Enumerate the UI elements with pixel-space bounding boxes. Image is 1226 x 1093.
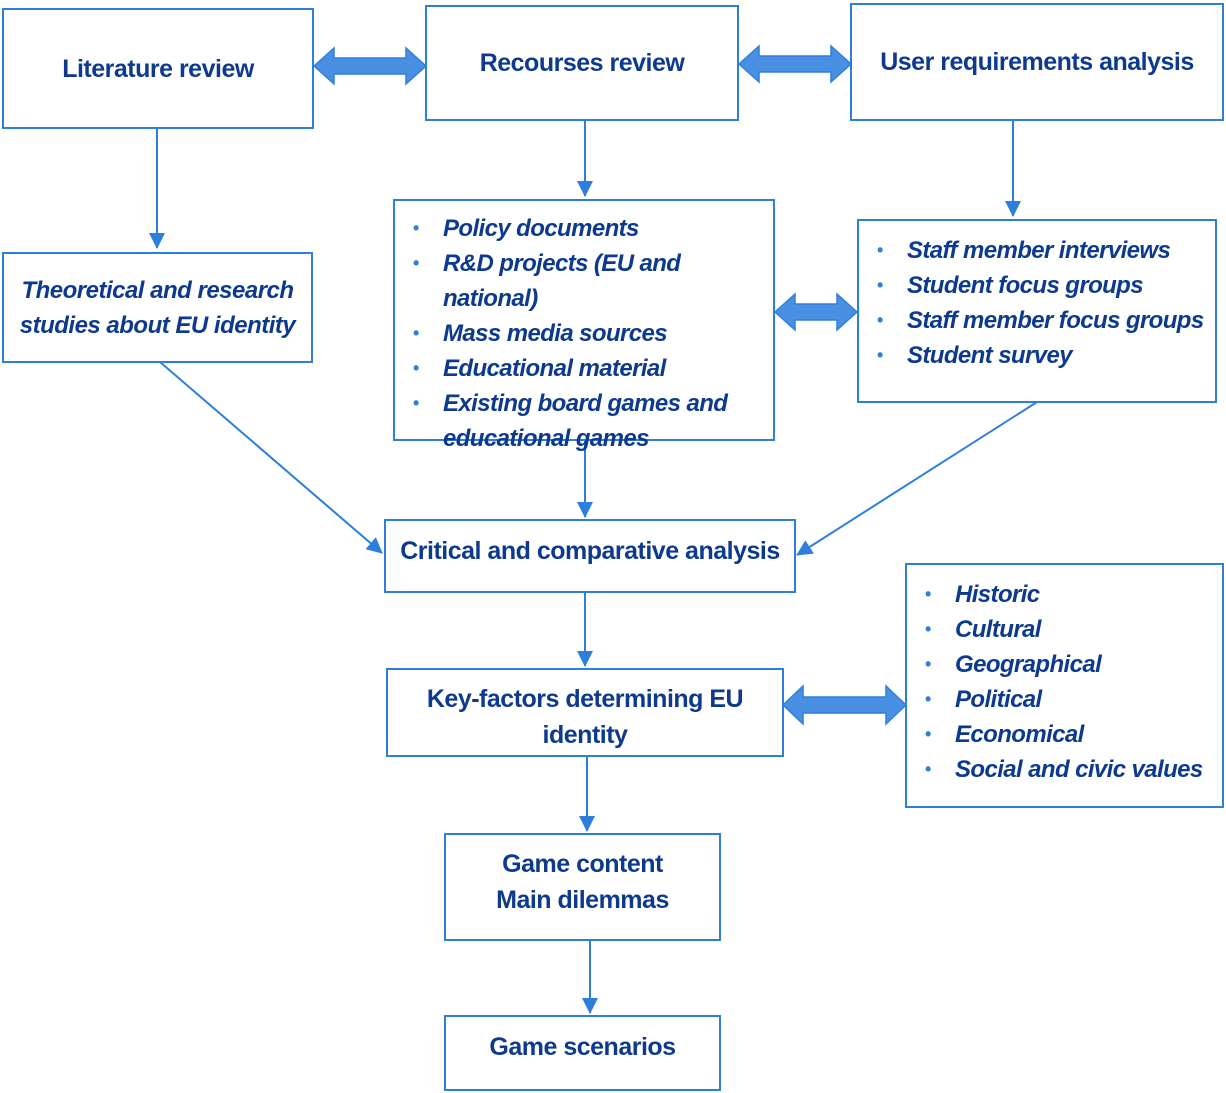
- identity-factors-list: Historic Cultural Geographical Political…: [907, 577, 1222, 787]
- theoretical-studies-box: Theoretical and research studies about E…: [2, 252, 313, 363]
- double-arrow-resources-list-methods: [773, 292, 859, 332]
- double-arrow-key-factors-list: [781, 684, 908, 726]
- user-methods-list-item: Student survey: [877, 338, 1215, 373]
- resources-list-item-continuation: educational games: [443, 425, 649, 452]
- identity-factor-item: Social and civic values: [925, 752, 1222, 787]
- identity-factor-item: Historic: [925, 577, 1222, 612]
- identity-factor-item: Political: [925, 682, 1222, 717]
- game-scenarios-label: Game scenarios: [489, 1033, 676, 1061]
- arrow-theoretical-to-analysis: [159, 361, 383, 554]
- key-factors-label: Key-factors determining EU identity: [426, 685, 744, 749]
- critical-analysis-label: Critical and comparative analysis: [400, 537, 780, 565]
- game-content-line: Game content: [502, 850, 663, 878]
- game-content-line: Main dilemmas: [496, 886, 669, 914]
- user-methods-list-item: Student focus groups: [877, 268, 1215, 303]
- user-methods-list-item: Staff member interviews: [877, 233, 1215, 268]
- resources-list-item: Existing board games and: [413, 386, 773, 421]
- user-requirements-label: User requirements analysis: [880, 48, 1194, 76]
- user-requirements-box: User requirements analysis: [850, 3, 1224, 121]
- critical-analysis-box: Critical and comparative analysis: [384, 519, 796, 593]
- resources-review-box: Recourses review: [425, 5, 739, 121]
- user-methods-list: Staff member interviews Student focus gr…: [859, 233, 1215, 373]
- identity-factor-item: Geographical: [925, 647, 1222, 682]
- game-scenarios-box: Game scenarios: [444, 1015, 721, 1091]
- identity-factor-item: Cultural: [925, 612, 1222, 647]
- double-arrow-resources-user-req: [737, 44, 853, 84]
- game-content-box: Game content Main dilemmas: [444, 833, 721, 941]
- identity-factors-box: Historic Cultural Geographical Political…: [905, 563, 1224, 808]
- theoretical-studies-line: studies about EU identity: [19, 311, 296, 339]
- identity-factor-item: Economical: [925, 717, 1222, 752]
- game-content-label: Game content Main dilemmas: [496, 846, 669, 918]
- literature-review-label: Literature review: [62, 54, 254, 83]
- resources-list: Policy documents R&D projects (EU and na…: [395, 211, 773, 456]
- user-methods-box: Staff member interviews Student focus gr…: [857, 219, 1217, 403]
- literature-review-box: Literature review: [2, 8, 314, 129]
- resources-review-label: Recourses review: [479, 49, 685, 77]
- theoretical-studies-line: Theoretical and research: [21, 276, 294, 304]
- user-methods-list-item: Staff member focus groups: [877, 303, 1215, 338]
- double-arrow-literature-resources: [312, 46, 428, 86]
- arrow-methods-to-analysis: [796, 401, 1038, 556]
- theoretical-studies-label: Theoretical and research studies about E…: [20, 273, 296, 343]
- resources-list-item: R&D projects (EU and national): [413, 246, 773, 316]
- key-factors-box: Key-factors determining EU identity: [386, 668, 784, 757]
- resources-list-item: Mass media sources: [413, 316, 773, 351]
- resources-list-box: Policy documents R&D projects (EU and na…: [393, 199, 775, 452]
- resources-list-item: Policy documents: [413, 211, 773, 246]
- resources-list-item: Educational material: [413, 351, 773, 386]
